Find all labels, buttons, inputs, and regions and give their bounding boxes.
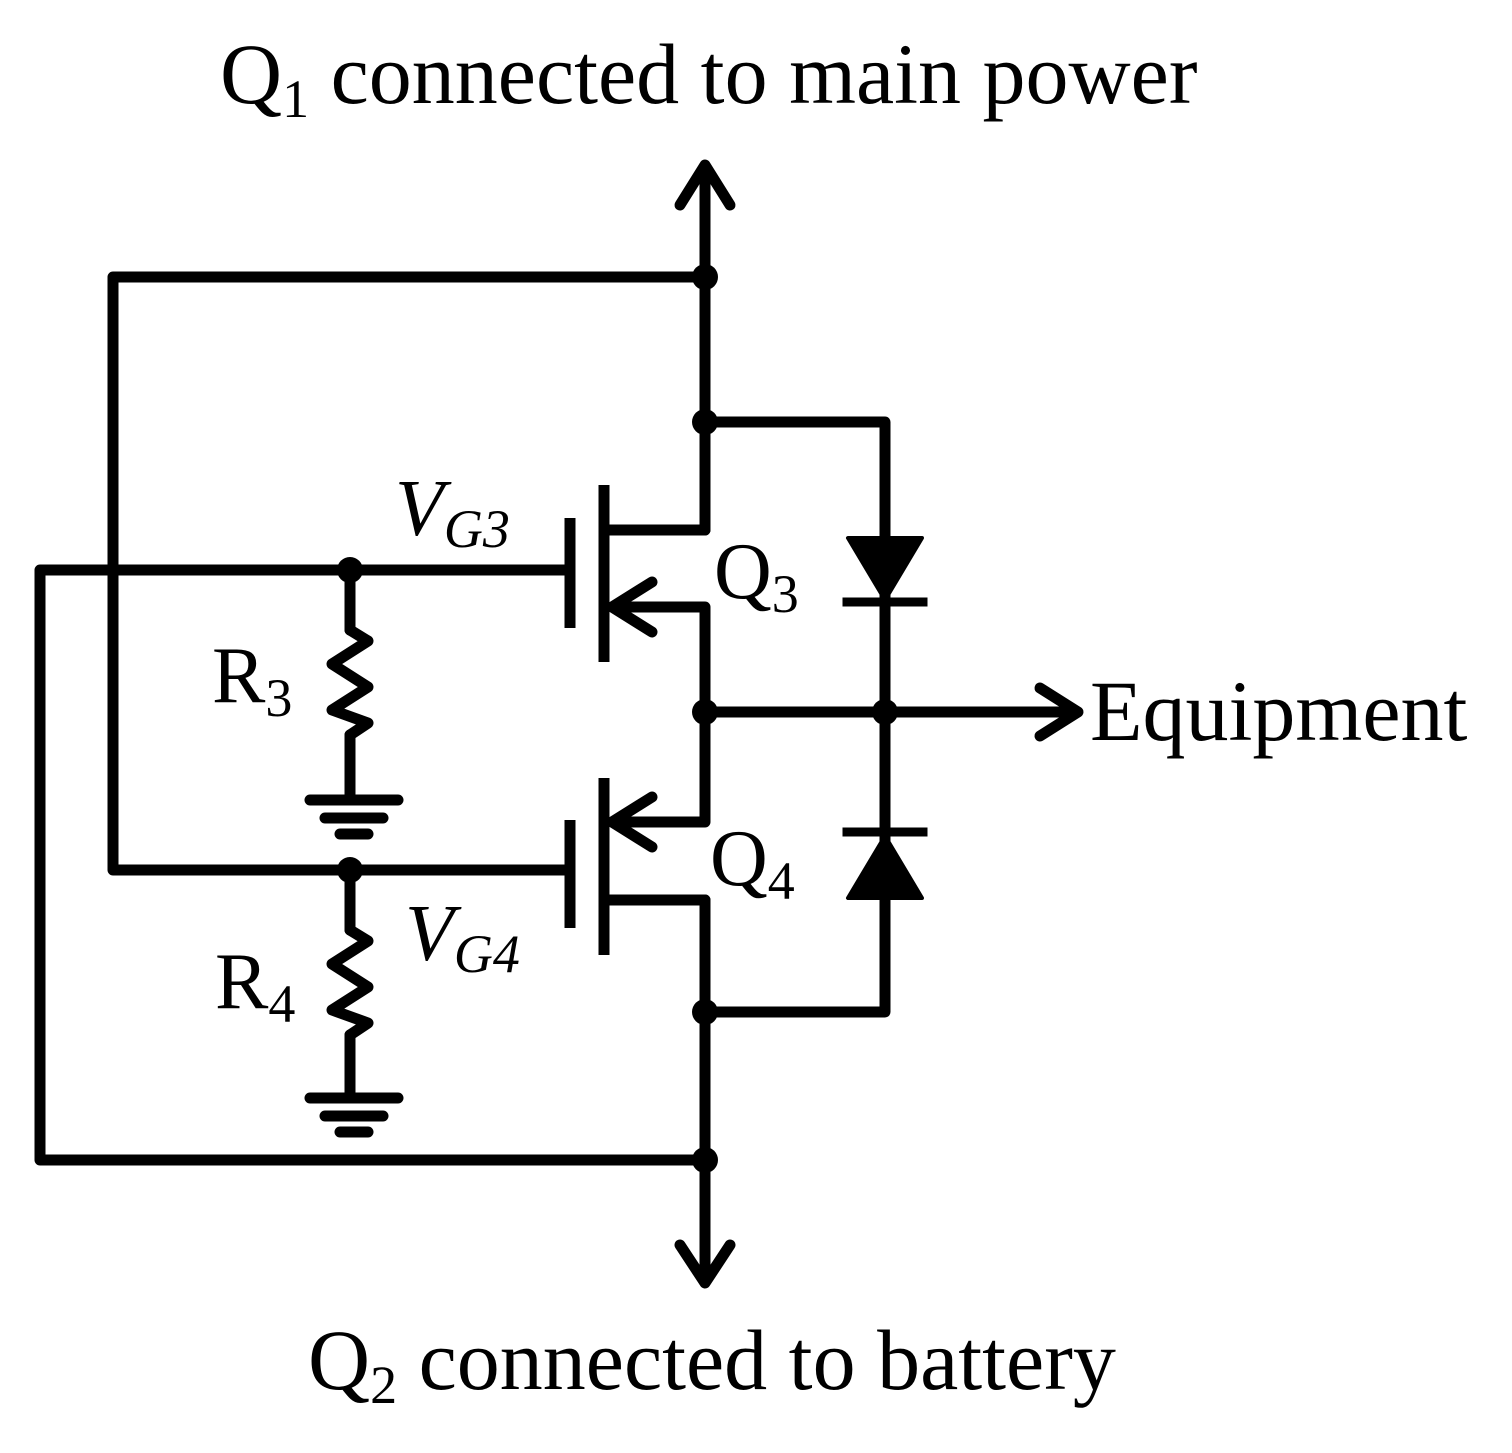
battery-label: Q2 connected to battery <box>308 1312 1116 1415</box>
battery-label-subscript: 2 <box>370 1355 397 1415</box>
main-power-label-subscript: 1 <box>282 69 309 129</box>
q3-label: Q3 <box>714 528 799 624</box>
down-arrow-icon <box>674 1239 736 1289</box>
junction-dots <box>337 264 898 1173</box>
r4-zigzag-icon <box>326 924 374 1041</box>
battery-label-text: connected to battery <box>397 1312 1116 1408</box>
r4-label: R4 <box>215 938 295 1034</box>
junction-dot <box>692 999 718 1025</box>
junction-dot <box>692 1147 718 1173</box>
upper-diode-icon <box>846 536 924 602</box>
q4-source-lead <box>608 706 711 828</box>
r3-resistor <box>326 564 374 806</box>
r4-resistor <box>326 864 374 1104</box>
main-bus <box>598 169 711 1276</box>
q4-mosfet <box>564 706 711 955</box>
junction-dot <box>337 557 363 583</box>
q4-arrow-icon <box>606 791 658 853</box>
junction-dot <box>337 857 363 883</box>
equipment-label: Equipment <box>1090 663 1467 759</box>
lower-diode-icon <box>846 834 924 900</box>
r3-ground-icon <box>304 794 404 840</box>
q2-to-q3-gate-wire <box>34 564 711 1166</box>
battery-label-symbol: Q <box>308 1312 370 1408</box>
main-power-label: Q1 connected to main power <box>220 26 1197 129</box>
junction-dot <box>692 264 718 290</box>
junction-dot <box>872 699 898 725</box>
r3-label: R3 <box>212 632 292 728</box>
q3-source-lead <box>608 601 711 718</box>
r4-ground-icon <box>304 1092 404 1138</box>
q3-mosfet <box>564 485 711 718</box>
vg4-label: VG4 <box>405 890 520 984</box>
main-power-label-text: connected to main power <box>309 26 1197 122</box>
junction-dot <box>692 409 718 435</box>
junction-dot <box>692 699 718 725</box>
q4-label: Q4 <box>710 815 795 911</box>
output-arrow-icon <box>1034 682 1084 742</box>
q3-arrow-icon <box>606 576 658 638</box>
r3-zigzag-icon <box>326 624 374 741</box>
vg3-label: VG3 <box>395 465 510 559</box>
main-power-label-symbol: Q <box>220 26 282 122</box>
up-arrow-icon <box>674 159 736 211</box>
